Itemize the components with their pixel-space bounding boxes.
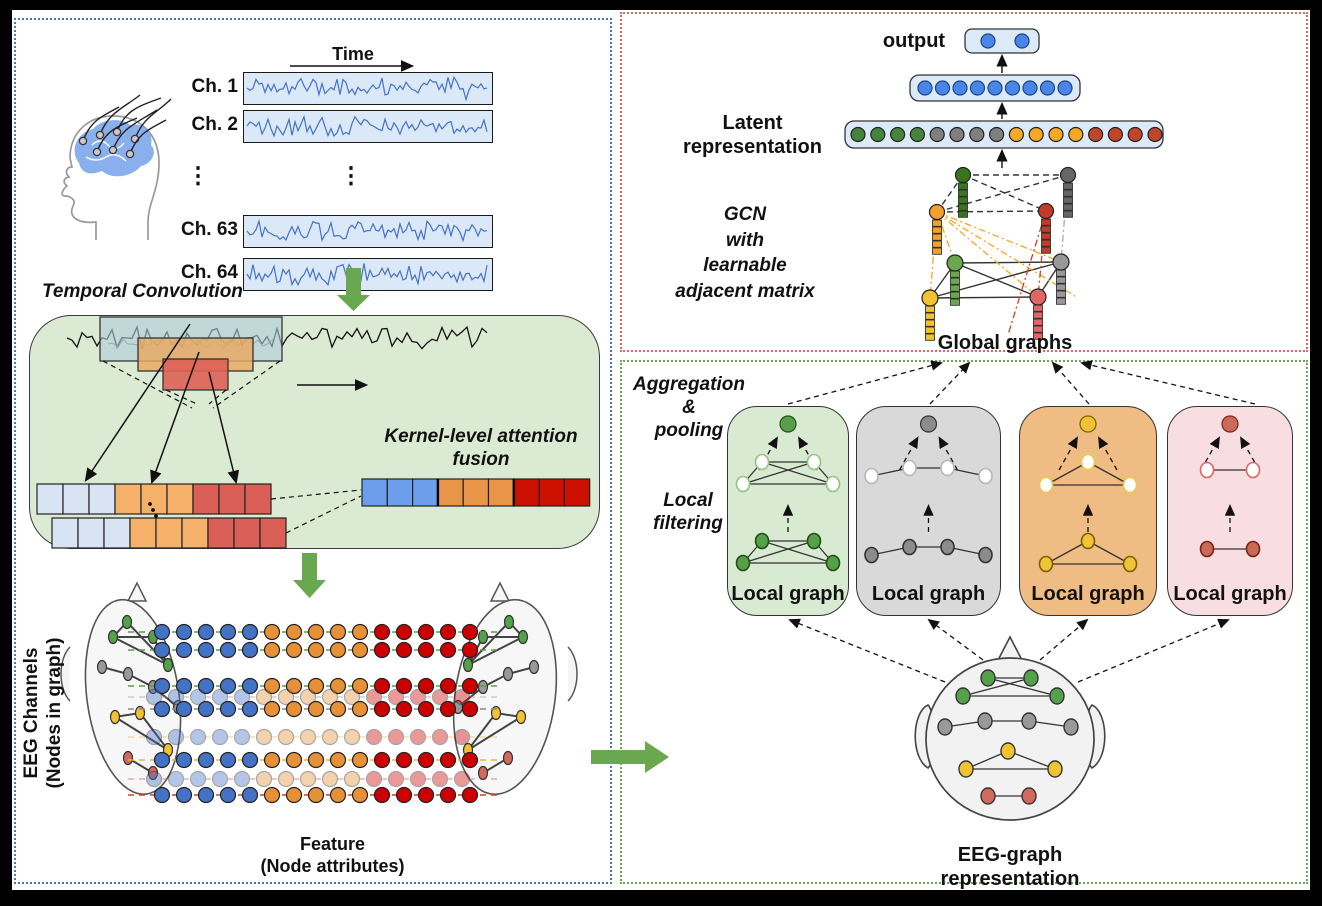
gcn-label: GCN with learnable adjacent matrix xyxy=(675,204,815,302)
latent-representation-label: Latent representation xyxy=(683,112,822,158)
aggregation-pooling-label: Aggregation & pooling xyxy=(633,374,745,441)
eeg-graph-representation-label: EEG-graph representation xyxy=(940,844,1080,890)
local-graph-box-pair: Local graph xyxy=(1167,406,1293,616)
feature-label: Feature (Node attributes) xyxy=(260,834,405,876)
temporal-convolution-label: Temporal Convolution xyxy=(42,281,243,302)
kernel-fusion-label: Kernel-level attention fusion xyxy=(384,426,578,470)
local-graph-label: Local graph xyxy=(731,583,845,605)
output-label: output xyxy=(882,30,946,52)
local-graph-box-tri: Local graph xyxy=(1019,406,1157,616)
eeg-waveform xyxy=(246,75,488,102)
channel-label: Ch. 1 xyxy=(191,76,238,97)
local-graph-label: Local graph xyxy=(1173,583,1287,605)
ellipsis: ⋮ xyxy=(186,162,210,188)
eeg-channels-label: EEG Channels (Nodes in graph) xyxy=(21,637,65,789)
local-graph-label: Local graph xyxy=(871,583,986,605)
ellipsis: ⋮ xyxy=(339,162,363,188)
channel-signal-strip xyxy=(243,72,493,105)
channel-signal-strip xyxy=(243,215,493,248)
panel-gcn xyxy=(620,12,1308,352)
global-graphs-label: Global graphs xyxy=(937,332,1073,354)
channel-label: Ch. 64 xyxy=(180,262,238,283)
eeg-waveform xyxy=(246,218,488,243)
eeg-waveform xyxy=(246,114,488,138)
panel-local-graphs xyxy=(620,360,1308,884)
channel-label: Ch. 63 xyxy=(180,219,238,240)
panel-signal-processing xyxy=(14,18,612,884)
local-filtering-label: Local filtering xyxy=(653,490,723,534)
local-graph-box-chain: Local graph xyxy=(856,406,1001,616)
time-label: Time xyxy=(332,44,374,64)
channel-signal-strip xyxy=(243,110,493,143)
channel-label: Ch. 2 xyxy=(191,114,238,135)
local-graph-label: Local graph xyxy=(1031,583,1145,605)
